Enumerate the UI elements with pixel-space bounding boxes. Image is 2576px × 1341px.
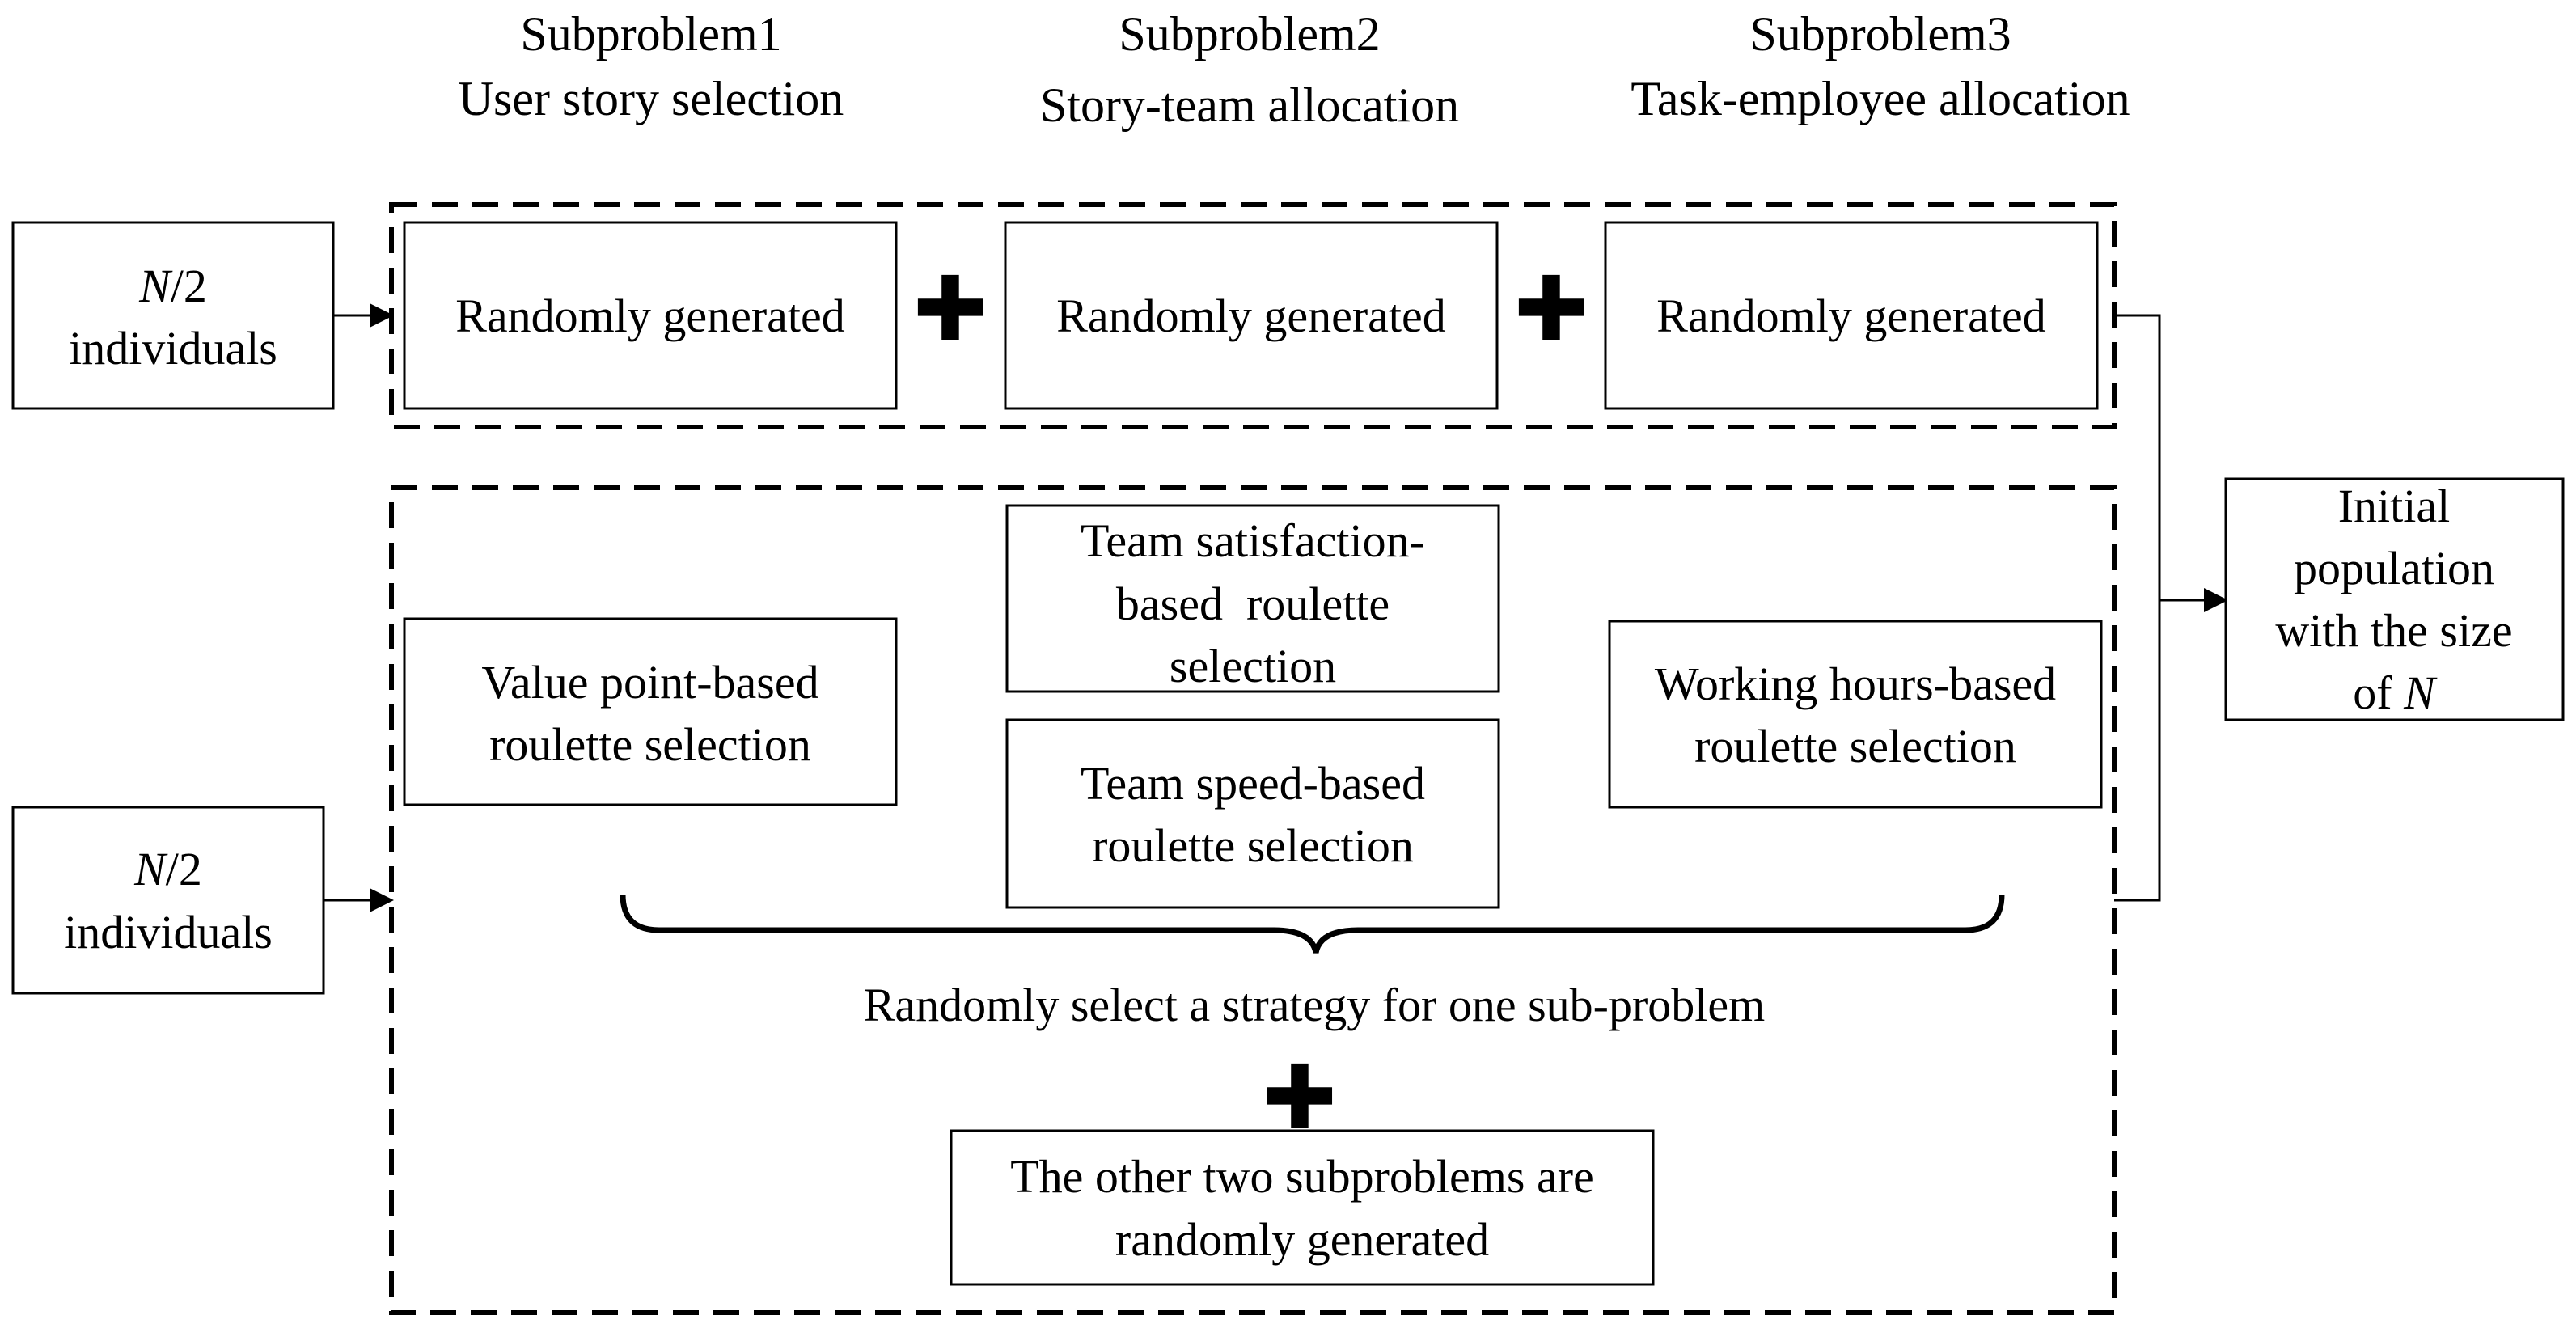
strategy-brace: [620, 894, 2005, 954]
svg-text:of N: of N: [2353, 666, 2438, 719]
bottom-input-box: N/2 individuals: [11, 806, 325, 995]
strategy-team-speed-line1: Team speed-based: [1081, 757, 1425, 810]
header-subproblem1: Subproblem1 User story selection: [459, 7, 844, 125]
strategy-team-satisfaction-line2: based roulette: [1116, 577, 1390, 630]
header-subproblem2-subtitle: Story-team allocation: [1040, 78, 1459, 132]
strategy-value-point-line1: Value point-based: [481, 656, 818, 709]
bottom-input-label: individuals: [64, 906, 273, 958]
initial-population-line4-prefix: of: [2353, 666, 2404, 719]
svg-text:N/2: N/2: [133, 843, 202, 895]
bottom-input-var: N: [133, 843, 168, 895]
top-input-label: individuals: [69, 322, 277, 374]
header-subproblem1-title: Subproblem1: [520, 7, 781, 61]
initial-population-line1: Initial: [2338, 480, 2451, 532]
initial-population-line3: with the size: [2275, 604, 2512, 657]
strategy-value-point-line2: roulette selection: [489, 718, 811, 771]
random-box-1-label: Randomly generated: [455, 290, 845, 342]
other-subproblems-box: The other two subproblems are randomly g…: [950, 1129, 1655, 1286]
random-box-3-label: Randomly generated: [1656, 290, 2046, 342]
strategy-team-speed-line2: roulette selection: [1092, 819, 1414, 872]
random-box-2-label: Randomly generated: [1056, 290, 1446, 342]
bottom-input-suffix: /2: [166, 843, 202, 895]
top-input-box: N/2 individuals: [11, 221, 335, 410]
strategy-working-hours-box: Working hours-based roulette selection: [1608, 620, 2103, 809]
header-subproblem3-title: Subproblem3: [1749, 7, 2011, 61]
strategy-caption: Randomly select a strategy for one sub-p…: [864, 979, 1766, 1031]
strategy-working-hours-line1: Working hours-based: [1655, 658, 2056, 710]
plus-icon-2: ✚: [1514, 260, 1588, 359]
header-subproblem3-subtitle: Task-employee allocation: [1631, 72, 2130, 125]
strategy-value-point-box: Value point-based roulette selection: [403, 617, 898, 806]
strategy-team-satisfaction-line1: Team satisfaction-: [1081, 514, 1425, 567]
random-box-1: Randomly generated: [403, 221, 898, 410]
strategy-team-speed-box: Team speed-based roulette selection: [1005, 718, 1500, 909]
plus-icon-1: ✚: [913, 260, 988, 359]
initial-population-box: Initial population with the size of N: [2224, 477, 2565, 721]
initial-population-line2: population: [2294, 542, 2494, 594]
svg-text:N/2: N/2: [138, 260, 207, 312]
other-subproblems-line1: The other two subproblems are: [1010, 1150, 1594, 1203]
top-input-var: N: [138, 260, 173, 312]
initial-population-line4-var: N: [2403, 666, 2438, 719]
strategy-team-satisfaction-line3: selection: [1170, 640, 1336, 692]
header-subproblem1-subtitle: User story selection: [459, 72, 844, 125]
merge-connector: [2114, 314, 2161, 902]
random-box-2: Randomly generated: [1004, 221, 1499, 410]
bottom-strategy-group: [389, 485, 2117, 1315]
strategy-team-satisfaction-box: Team satisfaction- based roulette select…: [1005, 504, 1500, 693]
header-subproblem2: Subproblem2 Story-team allocation: [1040, 7, 1459, 132]
other-subproblems-line2: randomly generated: [1115, 1213, 1489, 1266]
strategy-working-hours-line2: roulette selection: [1694, 720, 2016, 772]
top-input-suffix: /2: [171, 260, 207, 312]
random-box-3: Randomly generated: [1604, 221, 2099, 410]
header-subproblem3: Subproblem3 Task-employee allocation: [1631, 7, 2130, 125]
header-subproblem2-title: Subproblem2: [1119, 7, 1380, 61]
